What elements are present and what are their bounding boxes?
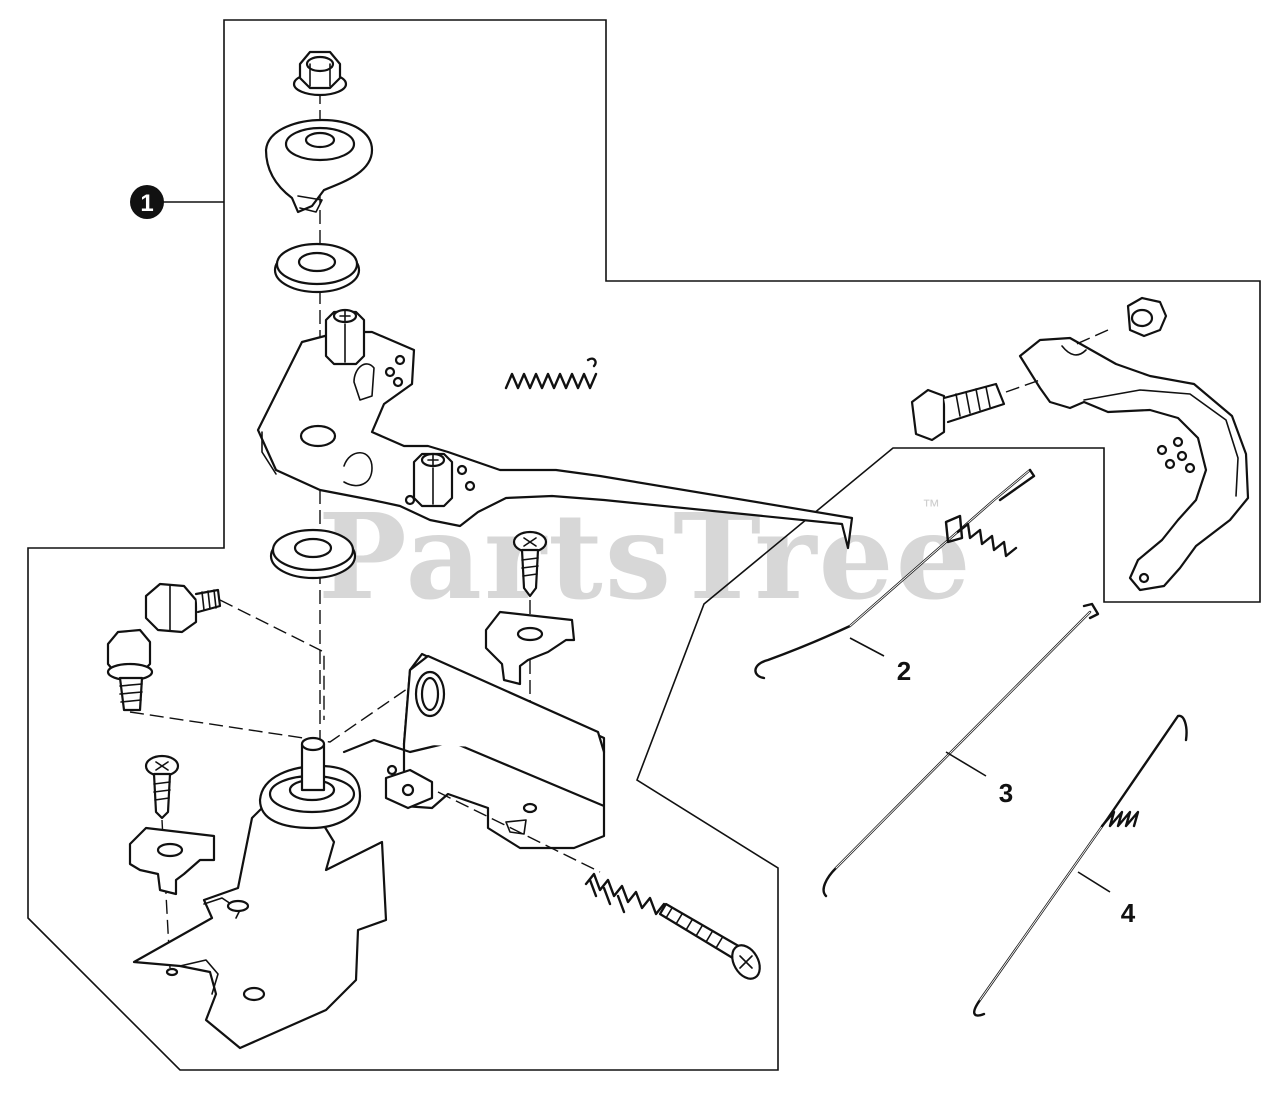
hex-nut-right[interactable] <box>1071 296 1168 347</box>
callout-4[interactable] <box>1077 871 1111 893</box>
callout-4-leader <box>1077 871 1111 893</box>
compression-spring-lower[interactable] <box>584 872 666 916</box>
hex-bolt-upper[interactable] <box>144 582 325 720</box>
throttle-bracket-arm[interactable] <box>1018 336 1250 592</box>
part-3-throttle-rod[interactable] <box>822 602 1100 898</box>
watermark-trademark: ™ <box>922 496 940 516</box>
callout-1[interactable]: 1 <box>130 185 224 219</box>
callout-4-label[interactable]: 4 <box>1121 898 1136 928</box>
governor-base-bracket[interactable] <box>132 792 388 1050</box>
hex-standoff-lower[interactable] <box>412 452 454 508</box>
part-4-spring-link[interactable] <box>973 714 1188 1017</box>
part-2-spring-link[interactable] <box>754 468 1036 680</box>
upper-bushing[interactable] <box>273 242 361 294</box>
callout-2-label[interactable]: 2 <box>897 656 911 686</box>
lower-bushing[interactable] <box>269 528 357 580</box>
governor-washer-plate[interactable] <box>264 118 374 214</box>
callout-3-label[interactable]: 3 <box>999 778 1013 808</box>
hex-bolt-lower[interactable] <box>106 628 421 743</box>
cable-clip-left[interactable] <box>128 826 216 896</box>
callout-1-number: 1 <box>140 190 153 217</box>
callout-3-leader <box>945 751 987 777</box>
callout-2[interactable]: 2 <box>849 637 885 657</box>
assembly-frame <box>27 19 1261 1071</box>
cable-clip-right[interactable] <box>484 610 576 686</box>
governor-shaft-post[interactable] <box>258 736 362 830</box>
callout-2-leader <box>849 637 885 657</box>
callout-3[interactable] <box>945 751 987 777</box>
control-plate[interactable] <box>342 652 606 873</box>
adjustment-screw[interactable] <box>658 902 765 984</box>
carriage-bolt[interactable] <box>910 379 1041 442</box>
callout-1-badge <box>130 185 164 219</box>
governor-spring-small[interactable] <box>504 357 598 390</box>
flange-nut[interactable] <box>292 50 348 97</box>
governor-lever[interactable] <box>256 330 854 550</box>
hex-standoff-upper[interactable] <box>324 308 366 366</box>
